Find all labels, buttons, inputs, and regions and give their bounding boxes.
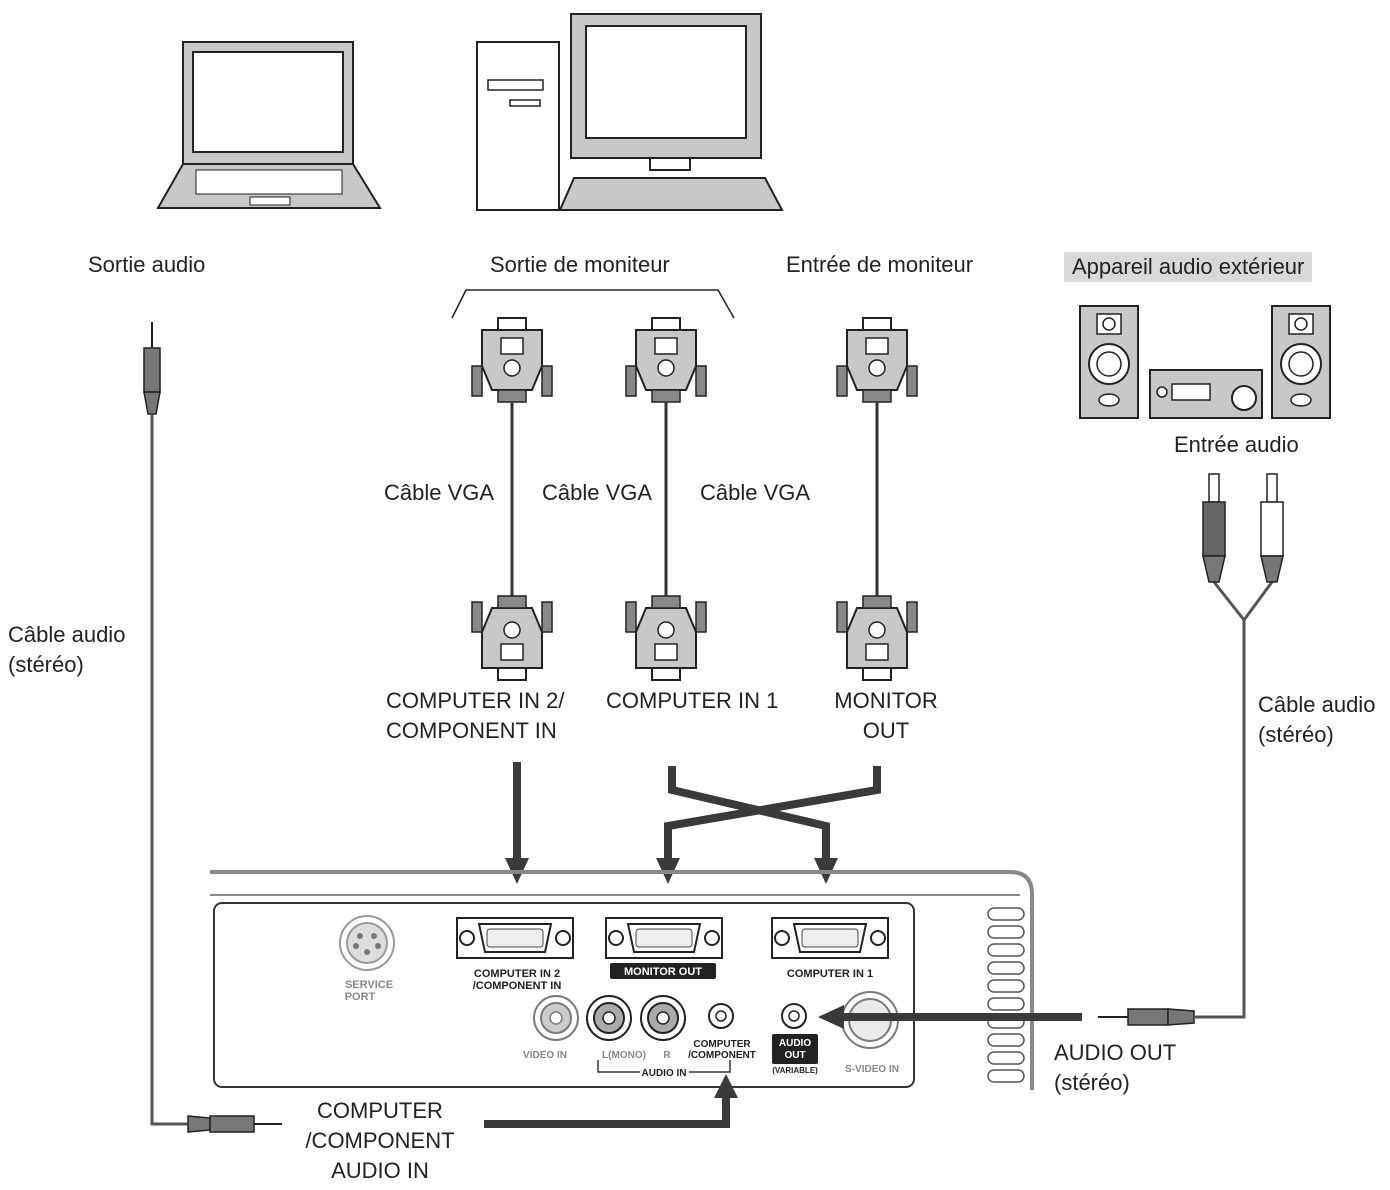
panel-variable: (VARIABLE) — [772, 1066, 818, 1075]
audio-output-label: Sortie audio — [88, 252, 206, 277]
computer-in-2-label-1: COMPUTER IN 2/ — [386, 688, 565, 713]
audio-in-bracket — [597, 1060, 731, 1073]
vga-connector-bottom-2 — [626, 596, 706, 680]
computer-in-2-label-2: COMPONENT IN — [386, 718, 557, 743]
right-audio-cable-label-2: (stéréo) — [1258, 722, 1334, 747]
vga-connector-bottom-1 — [472, 596, 552, 680]
comp-audio-in-label-1: COMPUTER — [317, 1098, 443, 1123]
left-audio-cable-label-1: Câble audio — [8, 622, 126, 647]
left-audio-cable — [143, 322, 282, 1133]
panel-computer-comp-1: COMPUTER — [693, 1039, 751, 1050]
panel-audio-in: AUDIO IN — [642, 1068, 687, 1079]
monitor-output-bracket — [451, 289, 735, 319]
panel-computer-in2-1: COMPUTER IN 2 — [474, 968, 560, 980]
monitor-output-label: Sortie de moniteur — [490, 252, 670, 277]
panel-r: R — [663, 1050, 671, 1061]
monitor-out-label-2: OUT — [862, 718, 910, 743]
vga-connector-top-1 — [471, 317, 553, 403]
panel-audio-out-2: OUT — [784, 1050, 805, 1061]
panel-l-mono: L(MONO) — [602, 1050, 646, 1061]
panel-audio-out-1: AUDIO — [779, 1038, 811, 1049]
panel-service-port-2: PORT — [345, 991, 376, 1003]
computer-audio-in-arrow — [484, 1074, 738, 1128]
audio-out-badge — [772, 1034, 818, 1064]
comp-audio-in-label-3: AUDIO IN — [331, 1158, 429, 1183]
speaker-left-icon — [1079, 305, 1139, 419]
computer-in-1-port — [771, 917, 889, 959]
connection-arrows — [513, 762, 881, 862]
panel-monitor-out: MONITOR OUT — [624, 966, 702, 978]
amplifier-icon — [1149, 369, 1263, 419]
computer-in-2-port — [456, 917, 574, 959]
panel-service-port-1: SERVICE — [345, 979, 393, 991]
vga-connector-top-2 — [625, 317, 707, 403]
monitor-out-badge — [610, 963, 716, 979]
rca-plug-left — [1202, 473, 1226, 583]
monitor-out-label-1: MONITOR — [834, 688, 938, 713]
audio-out-label-2: (stéréo) — [1054, 1070, 1130, 1095]
laptop-icon — [156, 41, 382, 209]
panel-computer-comp-2: /COMPONENT — [688, 1050, 756, 1061]
vga-connector-bottom-3 — [837, 596, 917, 680]
audio-in-r-port — [640, 995, 686, 1041]
panel-video-in: VIDEO IN — [523, 1050, 567, 1061]
vga-cable-label-3: Câble VGA — [700, 480, 811, 505]
panel-s-video-in: S-VIDEO IN — [845, 1064, 899, 1075]
audio-out-arrow — [818, 1005, 1082, 1029]
panel-computer-in1: COMPUTER IN 1 — [787, 968, 873, 980]
monitor-input-label: Entrée de moniteur — [786, 252, 974, 277]
audio-out-label-1: AUDIO OUT — [1054, 1040, 1177, 1065]
monitor-out-port — [605, 917, 723, 959]
computer-in-1-label: COMPUTER IN 1 — [606, 688, 779, 713]
rca-plug-right — [1260, 473, 1284, 583]
audio-in-l-port — [586, 995, 632, 1041]
external-audio-device-label: Appareil audio extérieur — [1064, 252, 1313, 282]
right-audio-cable — [1098, 473, 1284, 1026]
vga-connector-top-3 — [836, 317, 918, 403]
left-audio-cable-label-2: (stéréo) — [8, 652, 84, 677]
vga-cable-label-1: Câble VGA — [384, 480, 495, 505]
desktop-computer-icon — [476, 13, 784, 211]
right-audio-cable-label-1: Câble audio — [1258, 692, 1376, 717]
service-port — [339, 915, 395, 971]
vga-cable-label-2: Câble VGA — [542, 480, 653, 505]
video-in-port — [533, 995, 579, 1041]
comp-audio-in-label-2: /COMPONENT — [305, 1128, 455, 1153]
audio-input-label: Entrée audio — [1174, 432, 1299, 457]
speaker-right-icon — [1271, 305, 1331, 419]
panel-computer-in2-2: /COMPONENT IN — [473, 980, 562, 992]
